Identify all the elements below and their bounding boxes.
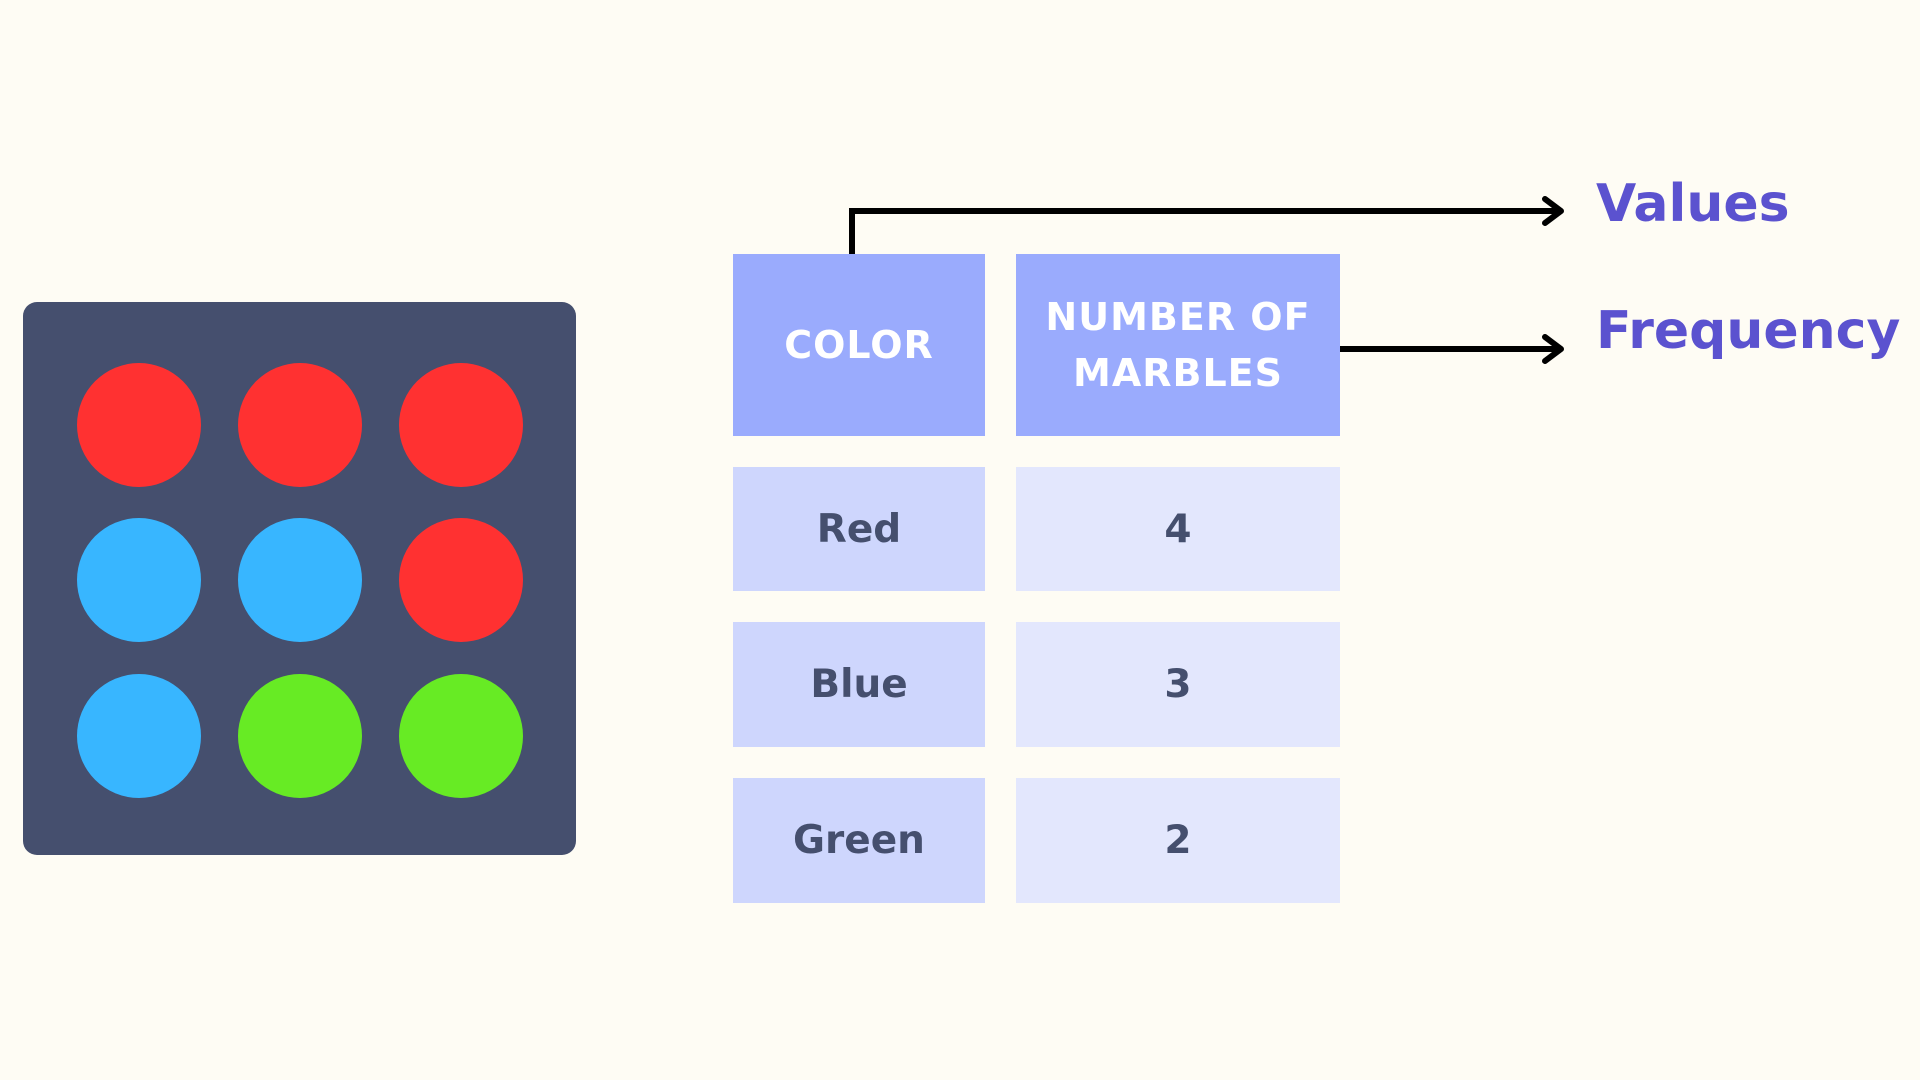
- frequency-arrowhead-icon: [1542, 334, 1564, 364]
- marble-red-r1c3: [399, 363, 523, 487]
- header-color: COLOR: [733, 254, 985, 436]
- header-number-of-marbles: NUMBER OF MARBLES: [1016, 254, 1340, 436]
- values-arrow-line: [849, 208, 1559, 254]
- frequency-label: Frequency: [1596, 301, 1901, 361]
- row-blue-color: Blue: [733, 622, 985, 747]
- row-blue-count: 3: [1016, 622, 1340, 747]
- values-arrowhead-icon: [1542, 196, 1564, 226]
- values-label: Values: [1596, 174, 1790, 234]
- marble-green-r3c3: [399, 674, 523, 798]
- marble-red-r1c2: [238, 363, 362, 487]
- marble-green-r3c2: [238, 674, 362, 798]
- marble-red-r2c3: [399, 518, 523, 642]
- marble-blue-r3c1: [77, 674, 201, 798]
- marble-box: [23, 302, 576, 855]
- marble-blue-r2c1: [77, 518, 201, 642]
- row-green-color: Green: [733, 778, 985, 903]
- row-red-color: Red: [733, 467, 985, 591]
- marble-blue-r2c2: [238, 518, 362, 642]
- row-red-count: 4: [1016, 467, 1340, 591]
- marble-red-r1c1: [77, 363, 201, 487]
- row-green-count: 2: [1016, 778, 1340, 903]
